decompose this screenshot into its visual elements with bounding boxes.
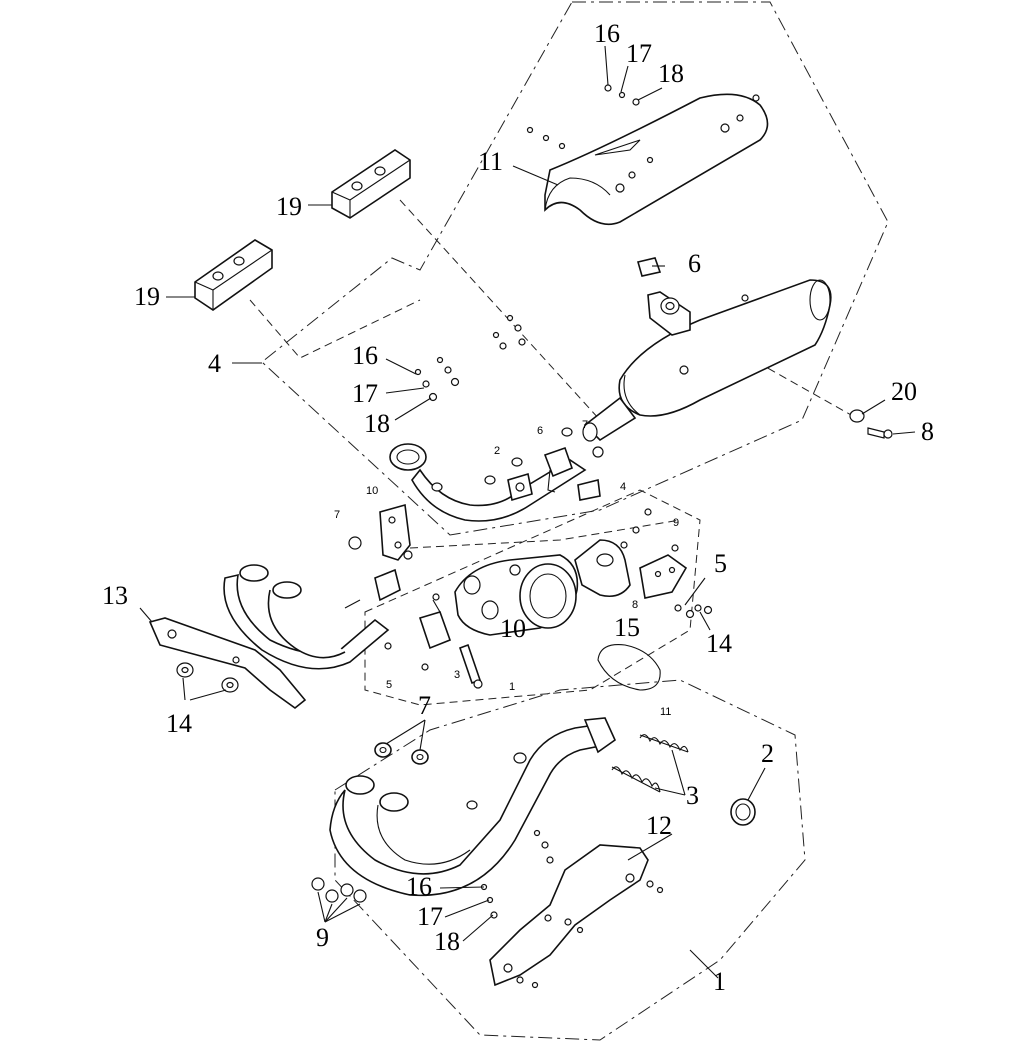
subcallout-5: 5 [386, 679, 392, 691]
callout-16-mid: 16 [352, 341, 378, 370]
shield-bolts-lower [480, 829, 664, 989]
subcallout-10: 10 [366, 485, 378, 497]
catalyst-group-boundary [364, 489, 701, 706]
callout-7-gaskets: 7 [418, 691, 431, 720]
upper-heat-shield [544, 93, 769, 226]
screws-5-catalyst [384, 642, 429, 671]
muffler-group-boundary [261, 1, 889, 536]
heat-plate-8 [639, 554, 688, 599]
o2-sensor-probe [458, 643, 483, 689]
o2-sensor-box [418, 593, 452, 650]
subcallout-8: 8 [632, 599, 638, 611]
callout-13: 13 [102, 581, 128, 610]
callout-20: 20 [891, 377, 917, 406]
callout-17-mid: 17 [352, 379, 378, 408]
washers-5-14-right [674, 604, 713, 619]
callout-16-top: 16 [594, 19, 620, 48]
callout-12: 12 [646, 811, 672, 840]
sensor-path-dashed [409, 519, 681, 549]
callout-17-low: 17 [417, 902, 443, 931]
pipe-hardware [414, 314, 526, 402]
callouts: 16 17 18 11 19 19 6 4 16 17 18 20 8 2 6 … [102, 19, 934, 996]
callout-19-upper: 19 [276, 192, 302, 221]
callout-15: 15 [614, 613, 640, 642]
mid-pipe [389, 427, 587, 522]
leader-lines [139, 45, 916, 979]
gasket-2 [730, 798, 756, 826]
bolts-14-left [176, 662, 239, 693]
callout-14-right: 14 [706, 629, 732, 658]
subcallout-4: 4 [620, 481, 626, 493]
bracket-6-small [543, 446, 574, 493]
subcallout-1: 1 [509, 681, 515, 693]
subcallout-11: 11 [660, 706, 671, 718]
callout-14-left: 14 [166, 709, 192, 738]
callout-1: 1 [713, 967, 726, 996]
callout-4: 4 [208, 349, 221, 378]
muffler [582, 279, 832, 442]
callout-10-mid: 10 [500, 614, 526, 643]
callout-11-upper-shield: 11 [478, 147, 503, 176]
gaskets-7 [374, 742, 429, 765]
clamp-2-small [507, 472, 533, 502]
main-header-pipes [329, 717, 617, 897]
screws-9-catalyst [620, 508, 679, 552]
nuts-9 [311, 877, 367, 903]
subcallout-6: 6 [537, 425, 543, 437]
subcallout-7-top: 7 [582, 419, 588, 431]
shield-screws-top [526, 84, 760, 164]
callout-18-top: 18 [658, 59, 684, 88]
header-group-boundary [334, 679, 806, 1041]
catalyst-collector [454, 554, 579, 636]
callout-3: 3 [686, 781, 699, 810]
callout-18-low: 18 [434, 927, 460, 956]
rubber-mount-upper [331, 149, 411, 219]
callout-9: 9 [316, 923, 329, 952]
nut-7-left [348, 536, 362, 550]
callout-2: 2 [761, 739, 774, 768]
callout-6-upper: 6 [688, 249, 701, 278]
callout-19-lower: 19 [134, 282, 160, 311]
washer-20 [849, 409, 865, 423]
sensor-bracket-10 [379, 503, 413, 561]
rubber-mount-lower [194, 239, 273, 311]
callout-17-top: 17 [626, 39, 652, 68]
callout-18-mid: 18 [364, 409, 390, 438]
subcallout-9: 9 [673, 517, 679, 529]
subcallout-2: 2 [494, 445, 500, 457]
muffler-bracket [647, 291, 691, 336]
flange-gasket-15 [574, 539, 631, 598]
clip-4-small [577, 479, 601, 501]
heat-shield-path-dashed [399, 199, 601, 421]
heat-shield-path-dashed-2 [249, 299, 421, 359]
gasket-11 [597, 644, 661, 691]
callout-16-low: 16 [406, 872, 432, 901]
bolt-8 [867, 427, 893, 439]
callout-8: 8 [921, 417, 934, 446]
header-pipes-left [223, 564, 401, 670]
header-heat-shield-13 [148, 617, 307, 710]
springs-3 [611, 734, 689, 793]
nut-7-small [592, 446, 604, 458]
subcallout-3: 3 [454, 669, 460, 681]
mount-plate-6 [637, 257, 662, 277]
lower-heat-shield-12 [489, 844, 649, 987]
callout-5: 5 [714, 549, 727, 578]
subcallout-7-left: 7 [334, 509, 340, 521]
